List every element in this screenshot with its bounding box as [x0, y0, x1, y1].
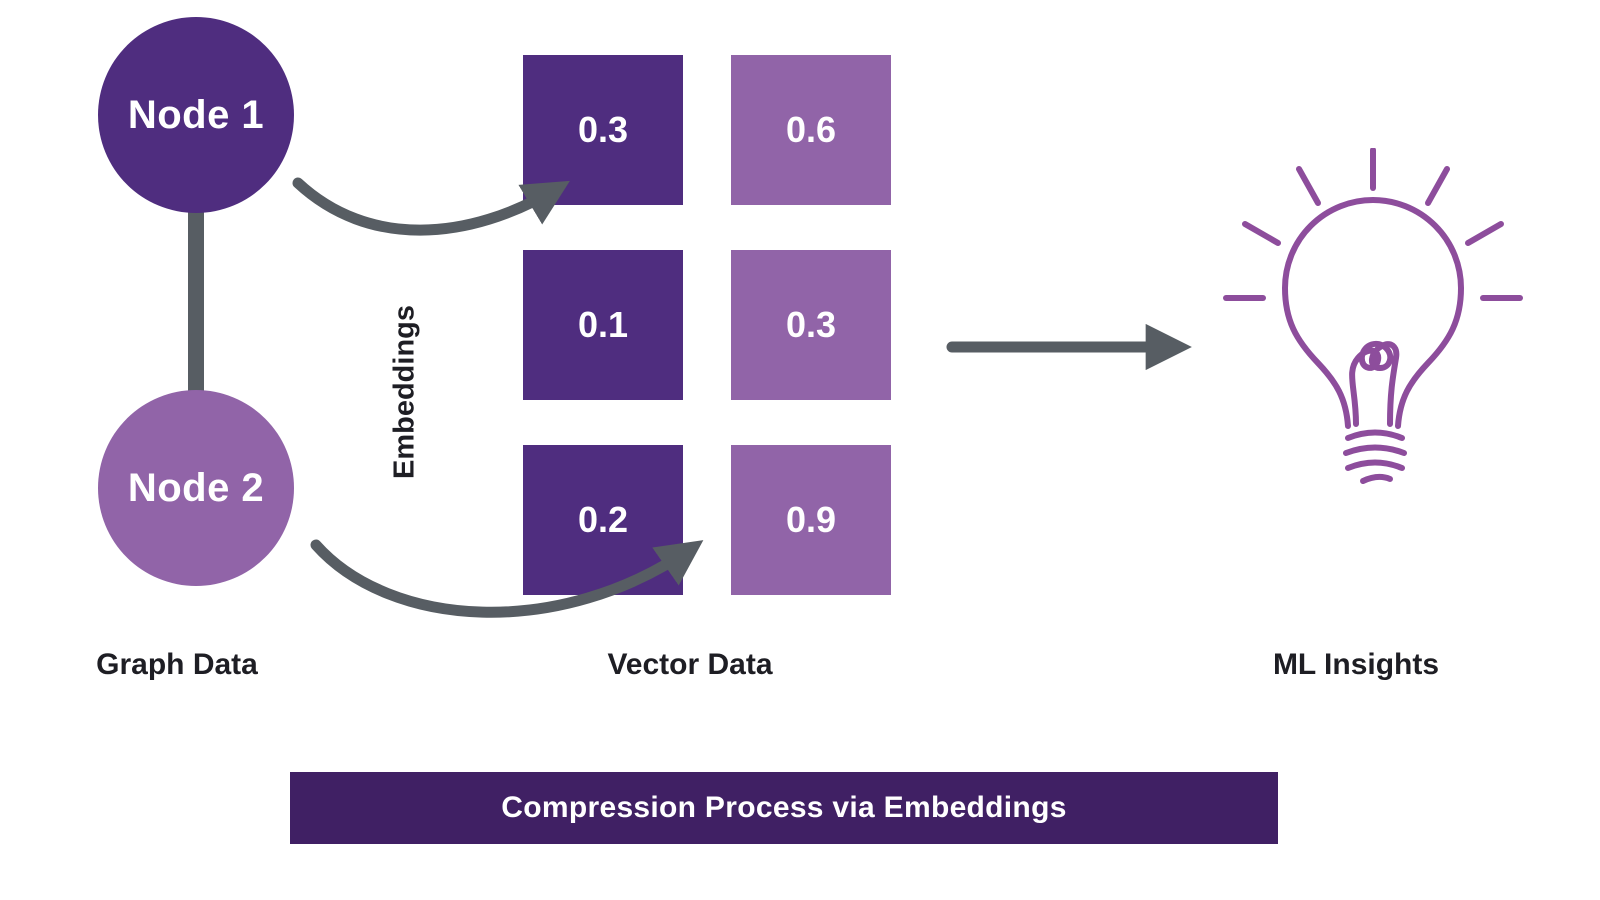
matrix-cell-r2c1: 0.1	[523, 250, 683, 400]
lightbulb-ray	[1425, 166, 1450, 206]
lightbulb-base-coil	[1345, 429, 1405, 441]
matrix-cell-r1c2: 0.6	[731, 55, 891, 205]
arrow-node1-to-matrix	[292, 177, 570, 236]
embeddings-axis-label: Embeddings	[388, 304, 421, 480]
lightbulb-base-coil	[1343, 444, 1407, 456]
matrix-cell-r3c1: 0.2	[523, 445, 683, 595]
graph-data-caption: Graph Data	[96, 648, 258, 681]
graph-node-1: Node 1	[98, 17, 294, 213]
lightbulb-ray	[1242, 221, 1281, 246]
lightbulb-filament	[1349, 340, 1400, 427]
lightbulb-ray	[1296, 166, 1321, 206]
lightbulb-ray	[1465, 221, 1504, 246]
vector-data-caption: Vector Data	[607, 648, 773, 681]
graph-node-1-label: Node 1	[127, 92, 265, 137]
ml-insights-caption: ML Insights	[1272, 648, 1440, 681]
banner-title: Compression Process via Embeddings	[501, 791, 1067, 824]
graph-node-2: Node 2	[98, 390, 294, 586]
graph-node-2-label: Node 2	[127, 465, 265, 510]
lightbulb-base-coil	[1345, 459, 1405, 471]
matrix-cell-r3c2: 0.9	[731, 445, 891, 595]
lightbulb-base-coil	[1360, 473, 1393, 484]
matrix-cell-r2c2: 0.3	[731, 250, 891, 400]
matrix-cell-r1c1: 0.3	[523, 55, 683, 205]
lightbulb-icon	[1223, 148, 1523, 484]
lightbulb-globe	[1282, 197, 1464, 429]
banner: Compression Process via Embeddings	[290, 772, 1278, 844]
